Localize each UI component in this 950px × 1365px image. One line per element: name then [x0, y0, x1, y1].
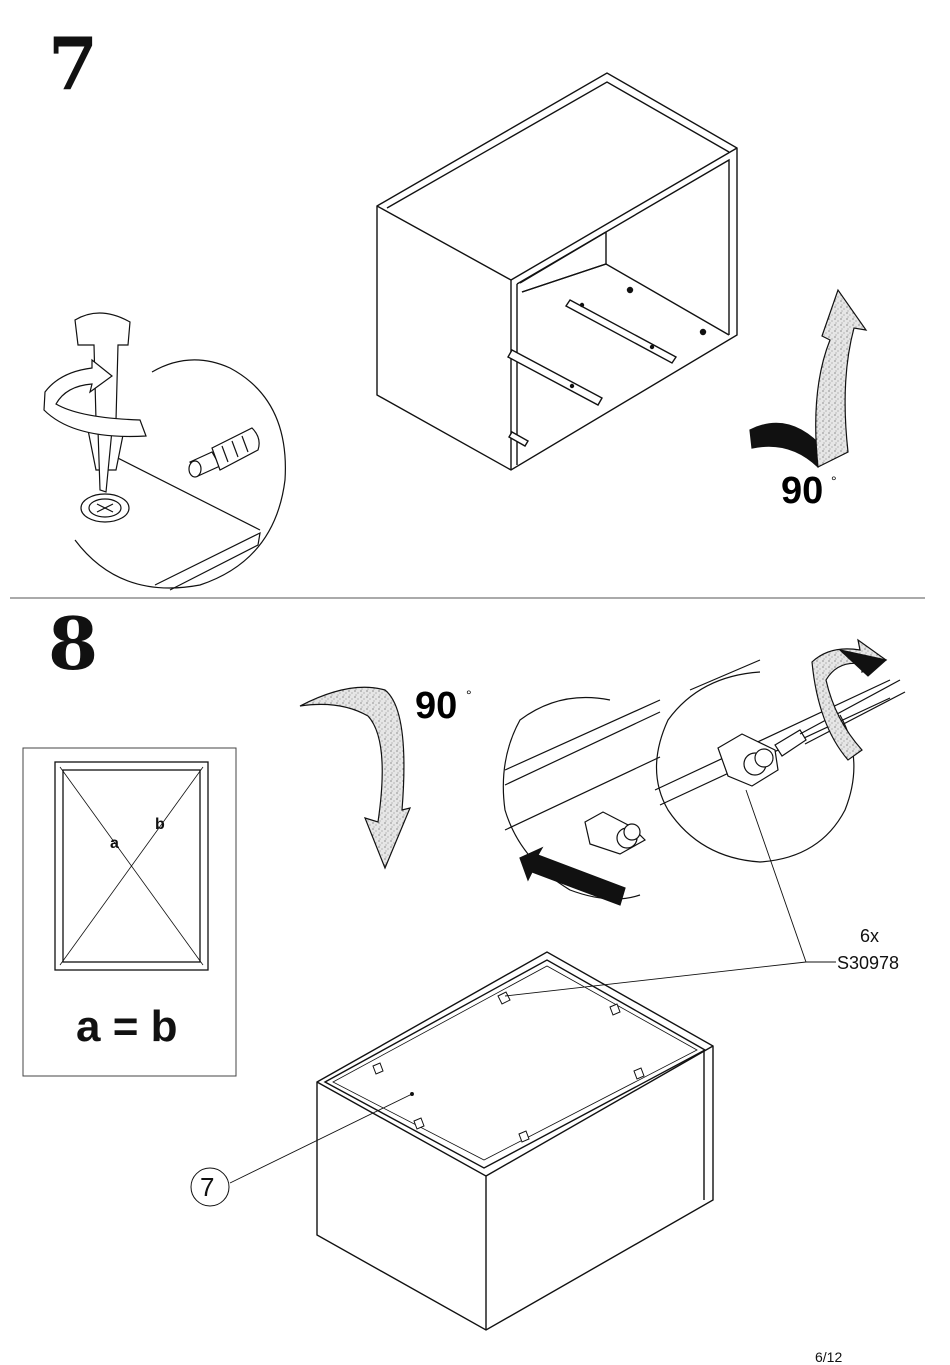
rotation-arrow-step7 — [750, 290, 866, 467]
step-number-7: 7 — [48, 28, 98, 100]
page-number: 6/12 — [815, 1349, 842, 1365]
degree-symbol-step8: ° — [466, 687, 472, 703]
cabinet-step7 — [377, 73, 737, 470]
rotate-arrow-step8 — [812, 640, 886, 760]
step-number-8: 8 — [48, 608, 98, 680]
diagonal-label-b: b — [155, 816, 165, 834]
part-callout-number: 7 — [200, 1172, 214, 1203]
hardware-quantity: 6x — [860, 926, 879, 947]
rotation-value-step8: 90 — [415, 685, 457, 727]
detail-circle-slide — [503, 698, 660, 906]
cabinet-step8 — [317, 952, 713, 1330]
diagonal-label-a: a — [110, 835, 119, 853]
degree-symbol-step7: ° — [831, 473, 837, 489]
detail-circle-screw — [655, 660, 905, 862]
rotation-arrow-step8 — [300, 687, 410, 868]
hardware-part-code: S30978 — [837, 953, 899, 974]
rotation-value-step7: 90 — [781, 470, 823, 512]
detail-circle-step7 — [75, 313, 285, 590]
diagonal-frame — [55, 762, 208, 970]
diagonal-equation: a = b — [76, 1002, 178, 1052]
